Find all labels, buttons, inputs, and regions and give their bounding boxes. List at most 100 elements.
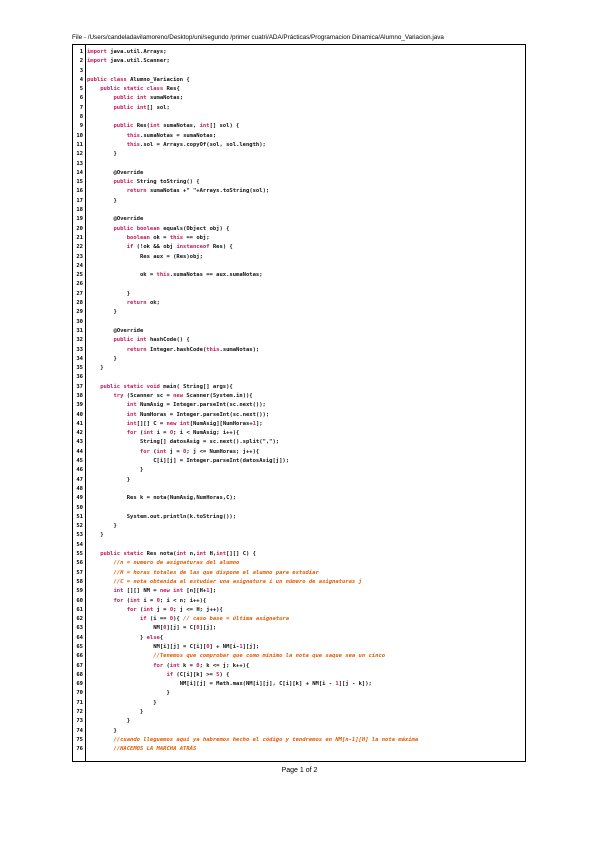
- code-line: 75 //cuando lleguemos aquí ya habremos h…: [73, 736, 525, 745]
- line-text: }: [87, 699, 157, 706]
- line-text: for (int j = 0; j <= H; j++){: [126, 606, 223, 613]
- line-number: 75: [76, 736, 83, 743]
- line-text: public static class Res{: [100, 86, 180, 93]
- line-text: return sumaNotas +" "+Arrays.toString(so…: [126, 188, 270, 195]
- line-number: 73: [76, 718, 83, 725]
- line-number: 2: [79, 58, 83, 65]
- line-number: 17: [76, 197, 83, 204]
- code-line: 27 }: [73, 290, 525, 299]
- line-text: Res aux = (Res)obj;: [139, 253, 203, 260]
- code-line: 64 } else{: [73, 634, 525, 643]
- code-line: 30: [73, 318, 525, 327]
- code-line: 28 return ok;: [73, 299, 525, 308]
- line-text: for (int k = 0; k <= j; k++){: [153, 662, 250, 669]
- code-line: 5 public static class Res{: [73, 85, 525, 94]
- code-line: 53 }: [73, 531, 525, 540]
- code-line: 10 this.sumaNotas = sumaNotas;: [73, 132, 525, 141]
- code-line: 47 }: [73, 476, 525, 485]
- code-line: 12 }: [73, 150, 525, 159]
- line-number: 1: [79, 49, 83, 55]
- code-line: 67 for (int k = 0; k <= j; k++){: [73, 662, 525, 671]
- code-line: 46 }: [73, 466, 525, 475]
- line-number: 62: [76, 616, 83, 623]
- line-number: 42: [76, 430, 83, 437]
- code-line: 6 public int sumaNotas;: [73, 94, 525, 103]
- line-number: 32: [76, 337, 83, 344]
- line-number: 3: [79, 67, 83, 74]
- line-number-divider: [85, 45, 86, 761]
- code-line: 24: [73, 262, 525, 271]
- code-line: 23 Res aux = (Res)obj;: [73, 253, 525, 262]
- code-line: 32 public int hashCode() {: [73, 336, 525, 345]
- line-text: public String toString() {: [113, 179, 200, 186]
- code-line: 17 }: [73, 197, 525, 206]
- line-text: int [][] NM = new int [n][H+1];: [113, 588, 217, 595]
- line-number: 9: [79, 123, 83, 130]
- line-number: 27: [76, 290, 83, 297]
- line-number: 6: [79, 95, 83, 102]
- line-text: Res k = nota(NumAsig,NumHoras,C);: [126, 495, 237, 502]
- line-number: 54: [76, 541, 83, 548]
- code-line: 13: [73, 160, 525, 169]
- code-line: 9 public Res(int sumaNotas, int[] sol) {: [73, 122, 525, 131]
- line-text: int[][] C = new int[NumAsig][NumHoras+1]…: [126, 420, 263, 427]
- line-text: public static void main( String[] args){: [100, 383, 233, 390]
- line-text: //n = numero de asignaturas del alumno: [113, 560, 240, 567]
- code-line: 21 boolean ok = this == obj;: [73, 234, 525, 243]
- code-line: 57 //H = horas totales de las que dispon…: [73, 569, 525, 578]
- code-line: 74 }: [73, 727, 525, 736]
- line-number: 67: [76, 662, 83, 669]
- line-number: 24: [76, 262, 83, 269]
- code-line: 37 public static void main( String[] arg…: [73, 383, 525, 392]
- code-line: 42 for (int i = 0; i < NumAsig; i++){: [73, 429, 525, 438]
- line-number: 40: [76, 411, 83, 418]
- line-number: 31: [76, 327, 83, 334]
- code-line: 45 C[i][j] = Integer.parseInt(datosAsig[…: [73, 457, 525, 466]
- code-line: 14 @Override: [73, 169, 525, 178]
- code-line: 25 ok = this.sumaNotas == aux.sumaNotas;: [73, 271, 525, 280]
- line-number: 22: [76, 244, 83, 251]
- code-line: 62 if (i == 0){ // caso base = última as…: [73, 615, 525, 624]
- line-number: 72: [76, 709, 83, 716]
- code-line: 11 this.sol = Arrays.copyOf(sol, sol.len…: [73, 141, 525, 150]
- line-number: 69: [76, 681, 83, 688]
- line-text: //H = horas totales de las que dispone e…: [113, 569, 319, 576]
- line-number: 18: [76, 207, 83, 214]
- code-line: 73 }: [73, 717, 525, 726]
- code-line: 65 NM[i][j] = C[i][0] + NM[i-1][j];: [73, 643, 525, 652]
- code-line: 59 int [][] NM = new int [n][H+1];: [73, 587, 525, 596]
- file-path-header: File - /Users/candeladavilamoreno/Deskto…: [72, 34, 444, 41]
- line-number: 23: [76, 253, 83, 260]
- line-number: 70: [76, 690, 83, 697]
- line-number: 60: [76, 597, 83, 604]
- line-number: 50: [76, 504, 83, 511]
- line-text: }: [87, 690, 170, 697]
- line-text: }: [87, 355, 117, 362]
- line-text: boolean ok = this == obj;: [126, 234, 210, 241]
- line-text: if (!ok && obj instanceof Res) {: [126, 244, 233, 251]
- code-line: 22 if (!ok && obj instanceof Res) {: [73, 243, 525, 252]
- line-number: 68: [76, 671, 83, 678]
- line-text: public boolean equals(Object obj) {: [113, 225, 230, 232]
- line-number: 61: [76, 606, 83, 613]
- line-text: System.out.println(k.toString());: [126, 513, 237, 520]
- code-line: 16 return sumaNotas +" "+Arrays.toString…: [73, 187, 525, 196]
- code-line: 3: [73, 67, 525, 76]
- line-number: 65: [76, 644, 83, 650]
- line-number: 48: [76, 485, 83, 492]
- line-text: this.sumaNotas = sumaNotas;: [126, 132, 217, 139]
- line-text: }: [87, 197, 117, 204]
- line-text: for (int j = 0; j <= NumHoras; j++){: [139, 448, 260, 455]
- line-number: 43: [76, 439, 83, 446]
- line-number: 39: [76, 402, 83, 409]
- code-line: 60 for (int i = 0; i < n; i++){: [73, 597, 525, 606]
- line-number: 33: [76, 346, 83, 353]
- line-number: 38: [76, 392, 83, 399]
- line-text: }: [87, 151, 117, 158]
- code-line: 41 int[][] C = new int[NumAsig][NumHoras…: [73, 420, 525, 429]
- line-text: NM[i][j] = Math.max(NM[i][j], C[i][k] + …: [179, 681, 372, 688]
- line-number: 35: [76, 365, 83, 372]
